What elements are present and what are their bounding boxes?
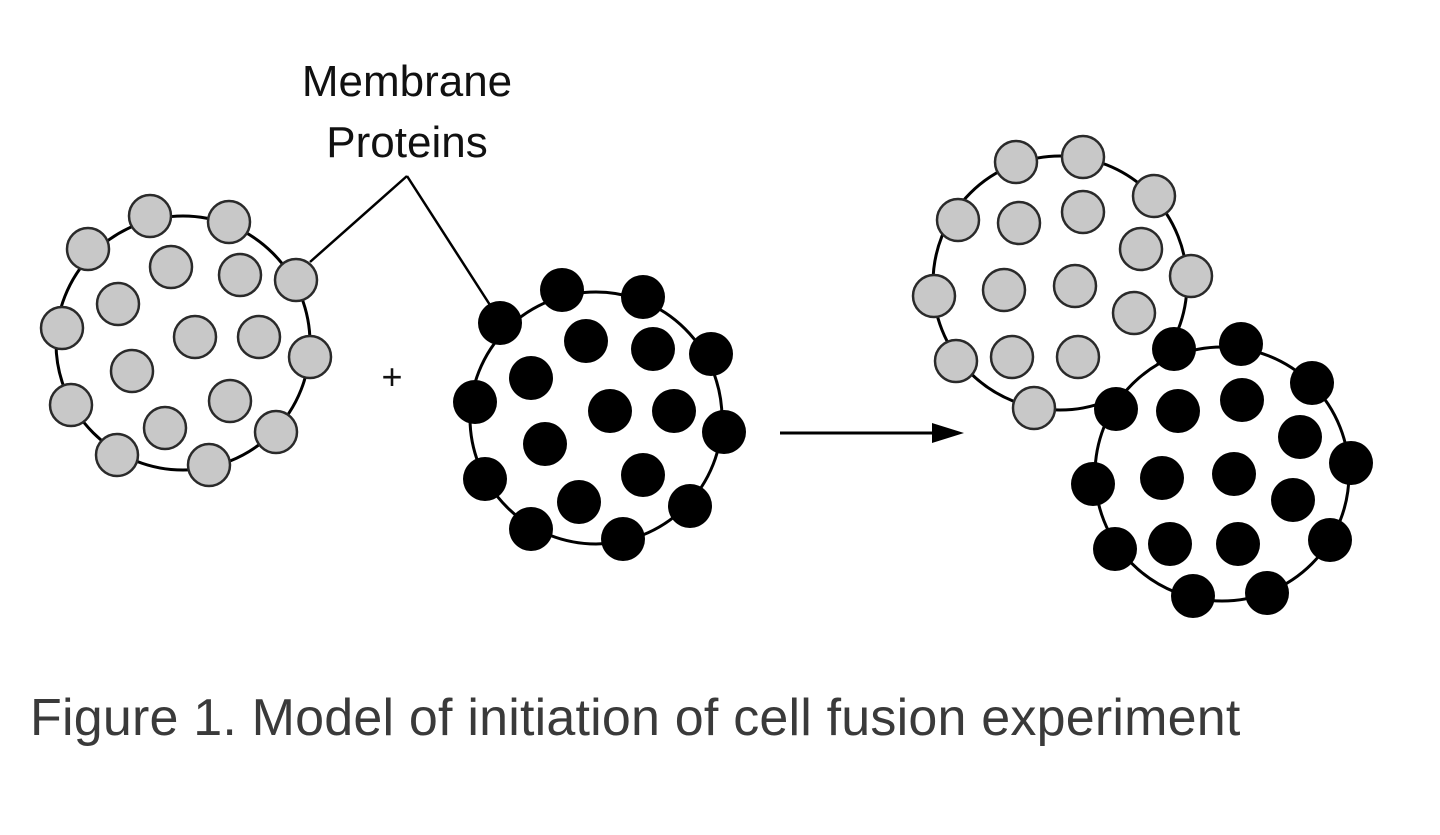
- membrane-protein: [186, 442, 232, 488]
- membrane-protein: [1093, 527, 1137, 571]
- membrane-protein: [1131, 173, 1177, 219]
- membrane-protein: [48, 382, 94, 428]
- membrane-protein: [1278, 415, 1322, 459]
- membrane-protein: [1118, 226, 1164, 272]
- membrane-protein: [148, 244, 194, 290]
- membrane-protein: [509, 507, 553, 551]
- membrane-protein: [1156, 389, 1200, 433]
- membrane-protein: [564, 319, 608, 363]
- membrane-protein: [253, 409, 299, 455]
- protein-group: [453, 268, 746, 561]
- membrane-protein: [621, 275, 665, 319]
- membrane-protein: [557, 480, 601, 524]
- reaction-arrow: [780, 423, 964, 443]
- membrane-protein: [1152, 327, 1196, 371]
- membrane-protein: [142, 405, 188, 451]
- membrane-protein: [540, 268, 584, 312]
- membrane-protein: [989, 334, 1035, 380]
- figure-caption: Figure 1. Model of initiation of cell fu…: [30, 689, 1241, 747]
- membrane-protein: [1220, 378, 1264, 422]
- membrane-protein: [631, 327, 675, 371]
- membrane-protein: [601, 517, 645, 561]
- callout-label-line1: Membrane: [302, 57, 512, 106]
- membrane-protein: [1308, 518, 1352, 562]
- membrane-protein: [523, 422, 567, 466]
- membrane-protein: [1271, 478, 1315, 522]
- membrane-protein: [981, 267, 1027, 313]
- membrane-protein: [463, 457, 507, 501]
- membrane-protein: [217, 252, 263, 298]
- membrane-protein: [1219, 322, 1263, 366]
- membrane-protein: [668, 484, 712, 528]
- membrane-protein: [652, 389, 696, 433]
- callout-label-line2: Proteins: [326, 118, 487, 167]
- membrane-protein: [1060, 189, 1106, 235]
- fused-cell: [911, 134, 1373, 618]
- membrane-protein: [94, 432, 140, 478]
- membrane-protein: [1094, 387, 1138, 431]
- leader-line-to-dark-cell: [405, 175, 492, 306]
- membrane-protein: [1052, 263, 1098, 309]
- membrane-protein: [206, 199, 252, 245]
- membrane-protein: [1055, 334, 1101, 380]
- membrane-protein: [993, 139, 1039, 185]
- membrane-protein: [1148, 522, 1192, 566]
- membrane-protein: [273, 257, 319, 303]
- callout-leader-lines: [309, 175, 492, 306]
- membrane-protein: [1111, 290, 1157, 336]
- fused-light-proteins: [911, 134, 1214, 431]
- membrane-protein: [935, 197, 981, 243]
- membrane-protein: [1071, 462, 1115, 506]
- membrane-protein: [996, 200, 1042, 246]
- membrane-protein: [95, 281, 141, 327]
- membrane-protein: [1140, 456, 1184, 500]
- membrane-protein: [1171, 574, 1215, 618]
- fused-dark-proteins: [1071, 322, 1373, 618]
- protein-group: [39, 193, 333, 488]
- membrane-protein: [453, 380, 497, 424]
- arrow-head: [932, 423, 964, 443]
- membrane-protein: [588, 389, 632, 433]
- membrane-protein: [933, 338, 979, 384]
- membrane-protein: [509, 356, 553, 400]
- cell-light-proteins: [39, 193, 333, 488]
- membrane-protein: [1245, 571, 1289, 615]
- membrane-protein: [1216, 522, 1260, 566]
- membrane-protein: [109, 348, 155, 394]
- membrane-protein: [1060, 134, 1106, 180]
- membrane-protein: [236, 314, 282, 360]
- membrane-protein: [1011, 385, 1057, 431]
- membrane-protein: [911, 273, 957, 319]
- membrane-protein: [39, 305, 85, 351]
- membrane-protein: [1290, 361, 1334, 405]
- membrane-protein: [478, 301, 522, 345]
- membrane-protein: [689, 332, 733, 376]
- leader-line-to-light-cell: [309, 175, 408, 263]
- membrane-protein: [1212, 452, 1256, 496]
- plus-sign: +: [381, 356, 402, 397]
- membrane-protein: [287, 334, 333, 380]
- membrane-protein: [127, 193, 173, 239]
- membrane-protein: [65, 226, 111, 272]
- membrane-protein: [621, 453, 665, 497]
- membrane-protein: [172, 314, 218, 360]
- cell-dark-proteins: [453, 268, 746, 561]
- membrane-protein: [702, 410, 746, 454]
- membrane-protein: [1168, 253, 1214, 299]
- membrane-protein: [207, 378, 253, 424]
- membrane-protein: [1329, 441, 1373, 485]
